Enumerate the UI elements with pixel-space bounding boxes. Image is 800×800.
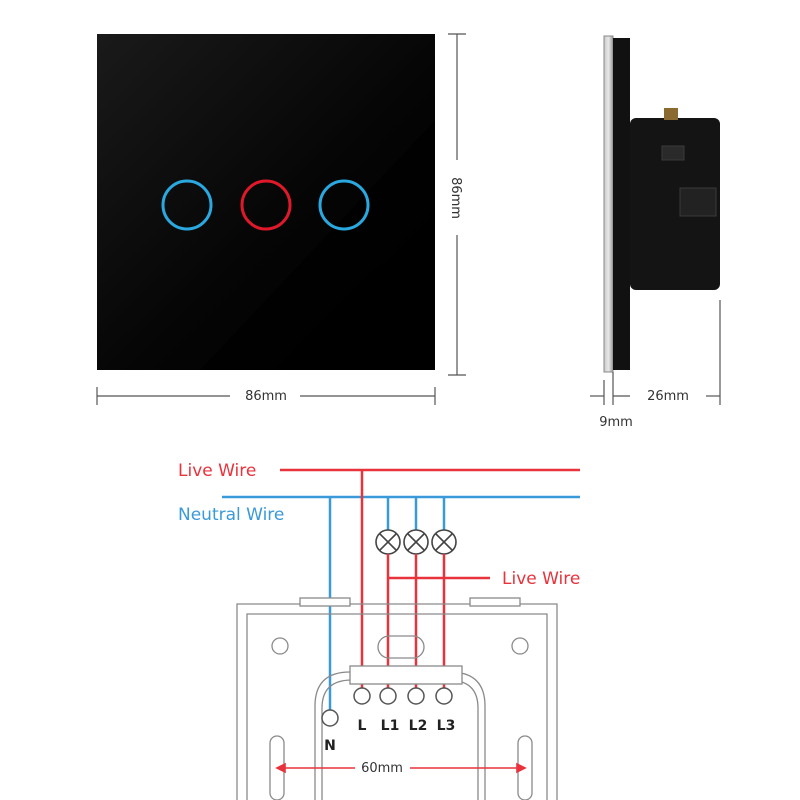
mount-spacing-label: 60mm [361,761,403,776]
side-view [603,35,720,373]
terminal-l1 [379,687,397,705]
live-wire-top-label: Live Wire [178,461,256,481]
live-wire-load-label: Live Wire [502,569,580,589]
back-plate [236,597,558,800]
terminal-l [353,687,371,705]
lamp-2-icon [403,529,429,555]
front-view [97,34,435,370]
side-screw-icon [664,108,678,120]
front-height-dimension [448,33,466,376]
glass-reflection [200,120,435,370]
side-clip-bottom [679,187,717,217]
side-clip-top [661,145,685,161]
neutral-wire-label: Neutral Wire [178,505,284,525]
front-height-label: 86mm [448,177,463,219]
side-glass-edge [603,35,614,373]
lamp-3-icon [431,529,457,555]
terminal-l1-label: L1 [381,718,400,734]
side-depth-dimension [590,300,721,405]
terminal-l3 [435,687,453,705]
terminal-l2 [407,687,425,705]
terminal-l-label: L [358,718,367,734]
touch-button-1-icon [161,179,213,231]
terminal-l2-label: L2 [409,718,428,734]
lamp-1-icon [375,529,401,555]
side-backplate [613,38,630,370]
touch-button-3-icon [318,179,370,231]
mount-spacing-dimension [275,762,527,774]
side-depth-label: 26mm [647,389,689,404]
terminal-n-label: N [324,738,336,754]
side-plate-label: 9mm [599,415,633,430]
terminal-n [321,709,339,727]
side-housing [630,118,720,290]
front-width-label: 86mm [245,389,287,404]
front-width-dimension [96,387,436,405]
touch-button-2-icon [240,179,292,231]
terminal-l3-label: L3 [437,718,456,734]
